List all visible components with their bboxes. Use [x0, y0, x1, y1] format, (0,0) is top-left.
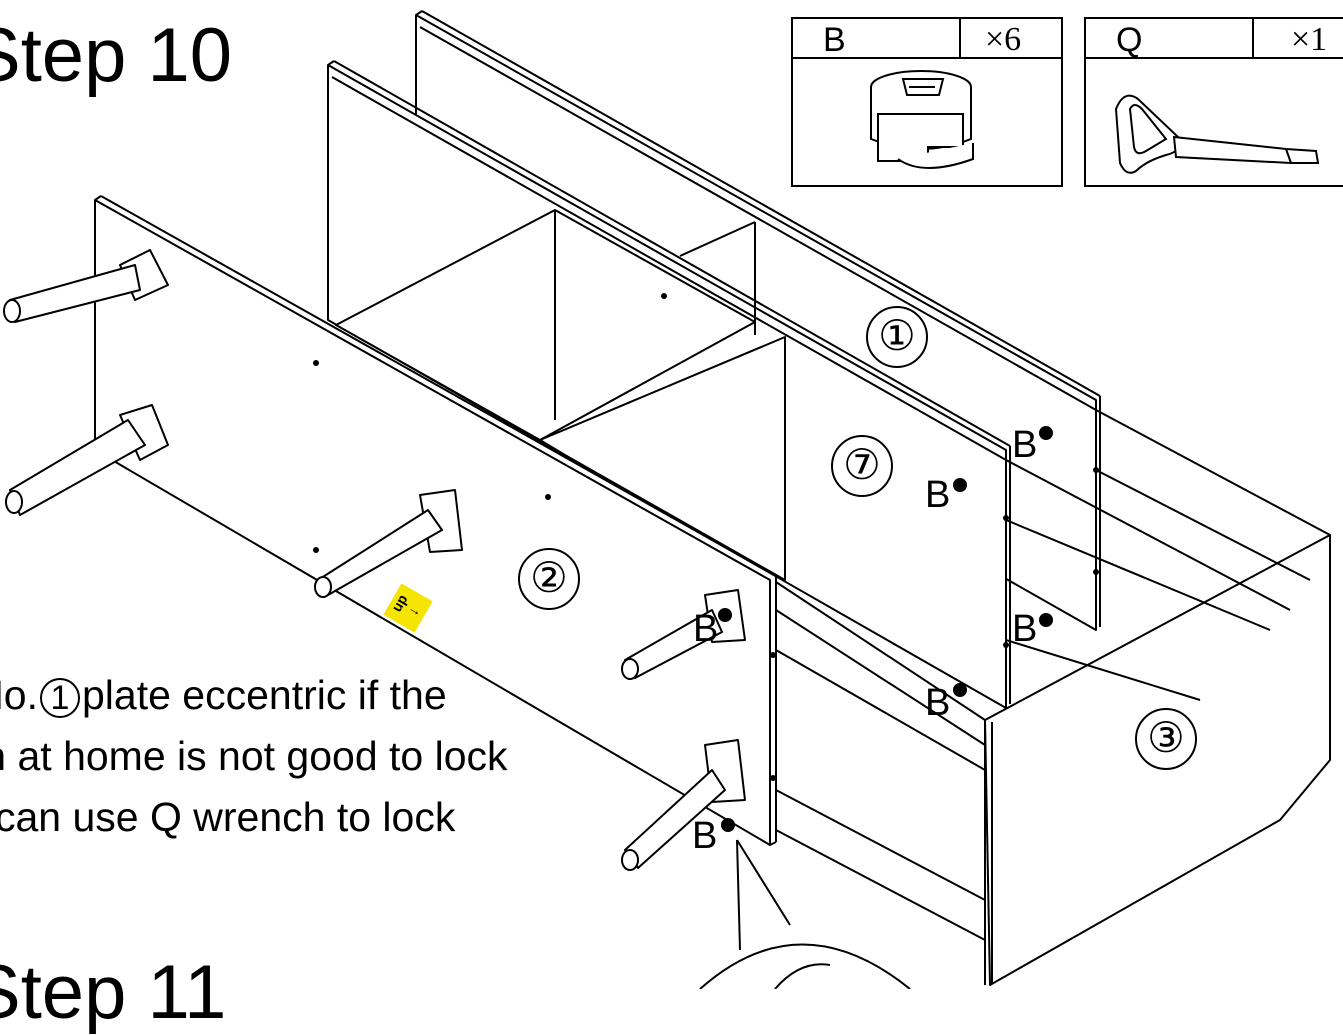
zoom-callout [699, 839, 911, 989]
leg-3 [314, 489, 463, 598]
part-box-q: Q ×1 [1084, 17, 1343, 187]
header-divider [1252, 19, 1254, 57]
step-title: Step 10 [0, 13, 232, 98]
part-code: Q [1116, 21, 1143, 59]
panel-label-2: ② [518, 548, 580, 610]
assembly-drawing [3, 10, 1331, 989]
leg-1 [3, 249, 169, 323]
fitting-label-b: B [1012, 608, 1038, 650]
part-box-header [1086, 19, 1343, 59]
part-box-b: B ×6 [791, 17, 1063, 187]
panel-label-1: ① [866, 306, 928, 368]
circled-part-ref: 1 [40, 678, 80, 719]
allen-wrench-icon [1114, 94, 1320, 174]
arrow-down-icon: ↓ [404, 603, 422, 619]
fitting-label-b: B [925, 682, 951, 724]
fitting-label-b: B [1012, 424, 1038, 466]
leg-5 [621, 739, 746, 871]
inner-shelves [335, 209, 786, 581]
note-text-after: plate eccentric if the [82, 672, 447, 718]
cam-fittings [718, 426, 1053, 832]
panel-label-7: ⑦ [831, 435, 893, 497]
instruction-note-line-3: can use Q wrench to lock [0, 794, 456, 840]
header-divider [959, 19, 961, 57]
leg-2 [5, 404, 169, 516]
fitting-label-b: B [925, 474, 951, 516]
cam-lock-fitting-icon [870, 70, 974, 169]
part-code: B [823, 21, 846, 59]
legs [3, 249, 746, 871]
panel-holes [313, 293, 1099, 781]
fitting-label-b: B [693, 608, 719, 650]
panel-label-3: ③ [1135, 708, 1197, 770]
note-text-before: e No. [0, 672, 38, 718]
instruction-note-line-2: nch at home is not good to lock [0, 733, 508, 779]
part-box-header [793, 19, 1061, 59]
part-qty: ×6 [985, 21, 1022, 58]
next-step-title: Step 11 [0, 950, 227, 1035]
fitting-label-b: B [692, 815, 718, 857]
part-qty: ×1 [1291, 21, 1328, 58]
